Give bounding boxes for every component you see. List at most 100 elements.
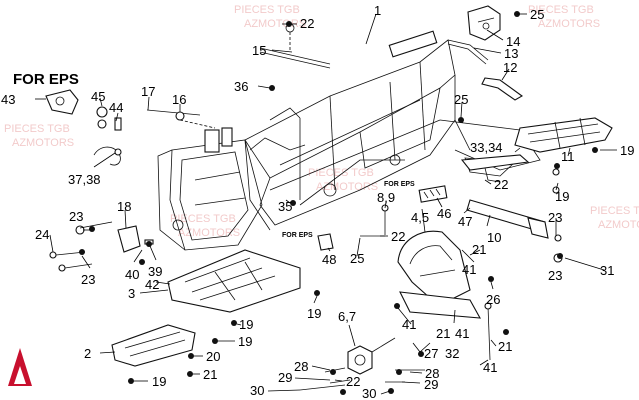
block-18 — [117, 225, 154, 253]
watermark: PIECES TGB — [170, 213, 236, 225]
rear-rack-plate — [514, 117, 613, 153]
callout-label: 31 — [600, 263, 614, 278]
callout-label: 28 — [425, 366, 439, 381]
callout-label: 39 — [148, 264, 162, 279]
callout-label: 30 — [250, 383, 264, 398]
callout-label: 21 — [203, 367, 217, 382]
watermark: PIECES TGB — [590, 205, 639, 217]
callout-label: 44 — [109, 100, 123, 115]
callout-label: 19 — [239, 317, 253, 332]
callout-label: 17 — [141, 84, 155, 99]
watermark: PIECES TGB — [308, 167, 374, 179]
bracket-48 — [317, 233, 334, 251]
callout-label: 25 — [530, 7, 544, 22]
callout-label: 40 — [125, 267, 139, 282]
callout-label: 6,7 — [338, 309, 356, 324]
damper-6-7 — [347, 337, 396, 375]
leader-lines — [35, 13, 617, 395]
callout-label: 32 — [445, 346, 459, 361]
top-bracket-14 — [467, 5, 501, 41]
eps-note: FOR EPS — [13, 71, 79, 88]
bar-10 — [466, 199, 549, 239]
eps-note: FOR EPS — [384, 181, 415, 188]
skid-plate-3 — [167, 249, 301, 313]
callout-label: 41 — [455, 326, 469, 341]
callout-label: 21 — [472, 242, 486, 257]
watermark: AZMOTORS — [178, 227, 240, 239]
callout-label: 46 — [437, 206, 451, 221]
callout-label: 13 — [504, 46, 518, 61]
watermark: AZMOTORS — [316, 181, 378, 193]
callout-label: 26 — [486, 292, 500, 307]
callout-label: 28 — [294, 359, 308, 374]
callout-labels: 1 22 25 14 15 13 12 43 45 44 17 16 36 25… — [1, 3, 634, 400]
callout-label: 12 — [503, 60, 517, 75]
watermark: AZMOTORS — [538, 18, 600, 30]
callout-label: 2 — [84, 346, 91, 361]
watermark: PIECES TGB — [4, 123, 70, 135]
callout-label: 30 — [362, 386, 376, 400]
callout-label: 19 — [238, 334, 252, 349]
callout-label: 21 — [436, 326, 450, 341]
callout-label: 48 — [322, 252, 336, 267]
callout-label: 43 — [1, 92, 15, 107]
callout-label: 15 — [252, 43, 266, 58]
callout-label: 36 — [234, 79, 248, 94]
watermark: PIECES TGB — [528, 4, 594, 16]
hardware-dots — [79, 11, 598, 395]
callout-label: 29 — [424, 377, 438, 392]
callout-label: 22 — [494, 177, 508, 192]
callout-label: 25 — [350, 251, 364, 266]
callout-label: 11 — [561, 149, 575, 164]
front-subframe — [157, 127, 263, 251]
eps-bracket-43 — [45, 89, 122, 131]
callout-label: 19 — [152, 374, 166, 389]
callout-label: 23 — [69, 209, 83, 224]
callout-label: 27 — [424, 346, 438, 361]
skid-plate-2 — [111, 324, 196, 367]
callout-label: 21 — [498, 339, 512, 354]
callout-label: 19 — [555, 189, 569, 204]
callout-label: 41 — [483, 360, 497, 375]
bracket-33-34 — [460, 154, 530, 183]
callout-label: 37,38 — [68, 172, 101, 187]
watermark: AZMOTORS — [598, 219, 639, 231]
bolt-8-9 — [360, 204, 389, 237]
callout-label: 45 — [91, 89, 105, 104]
callout-label: 23 — [548, 268, 562, 283]
callout-label: 33,34 — [470, 140, 503, 155]
callout-label: 25 — [454, 92, 468, 107]
callout-label: 47 — [458, 214, 472, 229]
callout-label: 19 — [620, 143, 634, 158]
watermark: PIECES TGB — [234, 4, 300, 16]
eps-note: FOR EPS — [282, 232, 313, 239]
long-bolt-21 — [484, 302, 492, 361]
callout-label: 41 — [402, 317, 416, 332]
rear-fender-4-5 — [397, 230, 481, 319]
hose-37-38 — [93, 146, 122, 166]
rods-12-13 — [447, 39, 524, 101]
callout-label: 16 — [172, 92, 186, 107]
callout-label: 41 — [462, 262, 476, 277]
callout-label: 24 — [35, 227, 49, 242]
callout-label: 22 — [391, 229, 405, 244]
callout-label: 22 — [346, 374, 360, 389]
azmotors-logo — [8, 348, 32, 386]
callout-label: 29 — [278, 370, 292, 385]
callout-label: 19 — [307, 306, 321, 321]
watermark: AZMOTORS — [12, 137, 74, 149]
callout-label: 8,9 — [377, 190, 395, 205]
callout-label: 1 — [374, 3, 381, 18]
bolts-16-17 — [146, 109, 216, 129]
callout-label: 3 — [128, 286, 135, 301]
callout-label: 22 — [300, 16, 314, 31]
callout-label: 35 — [278, 199, 292, 214]
eps-bracket-46 — [418, 185, 448, 203]
callout-label: 4,5 — [411, 210, 429, 225]
watermark: AZMOTORS — [244, 18, 306, 30]
callout-label: 18 — [117, 199, 131, 214]
left-bolts — [49, 225, 93, 272]
callout-label: 10 — [487, 230, 501, 245]
callout-label: 23 — [81, 272, 95, 287]
